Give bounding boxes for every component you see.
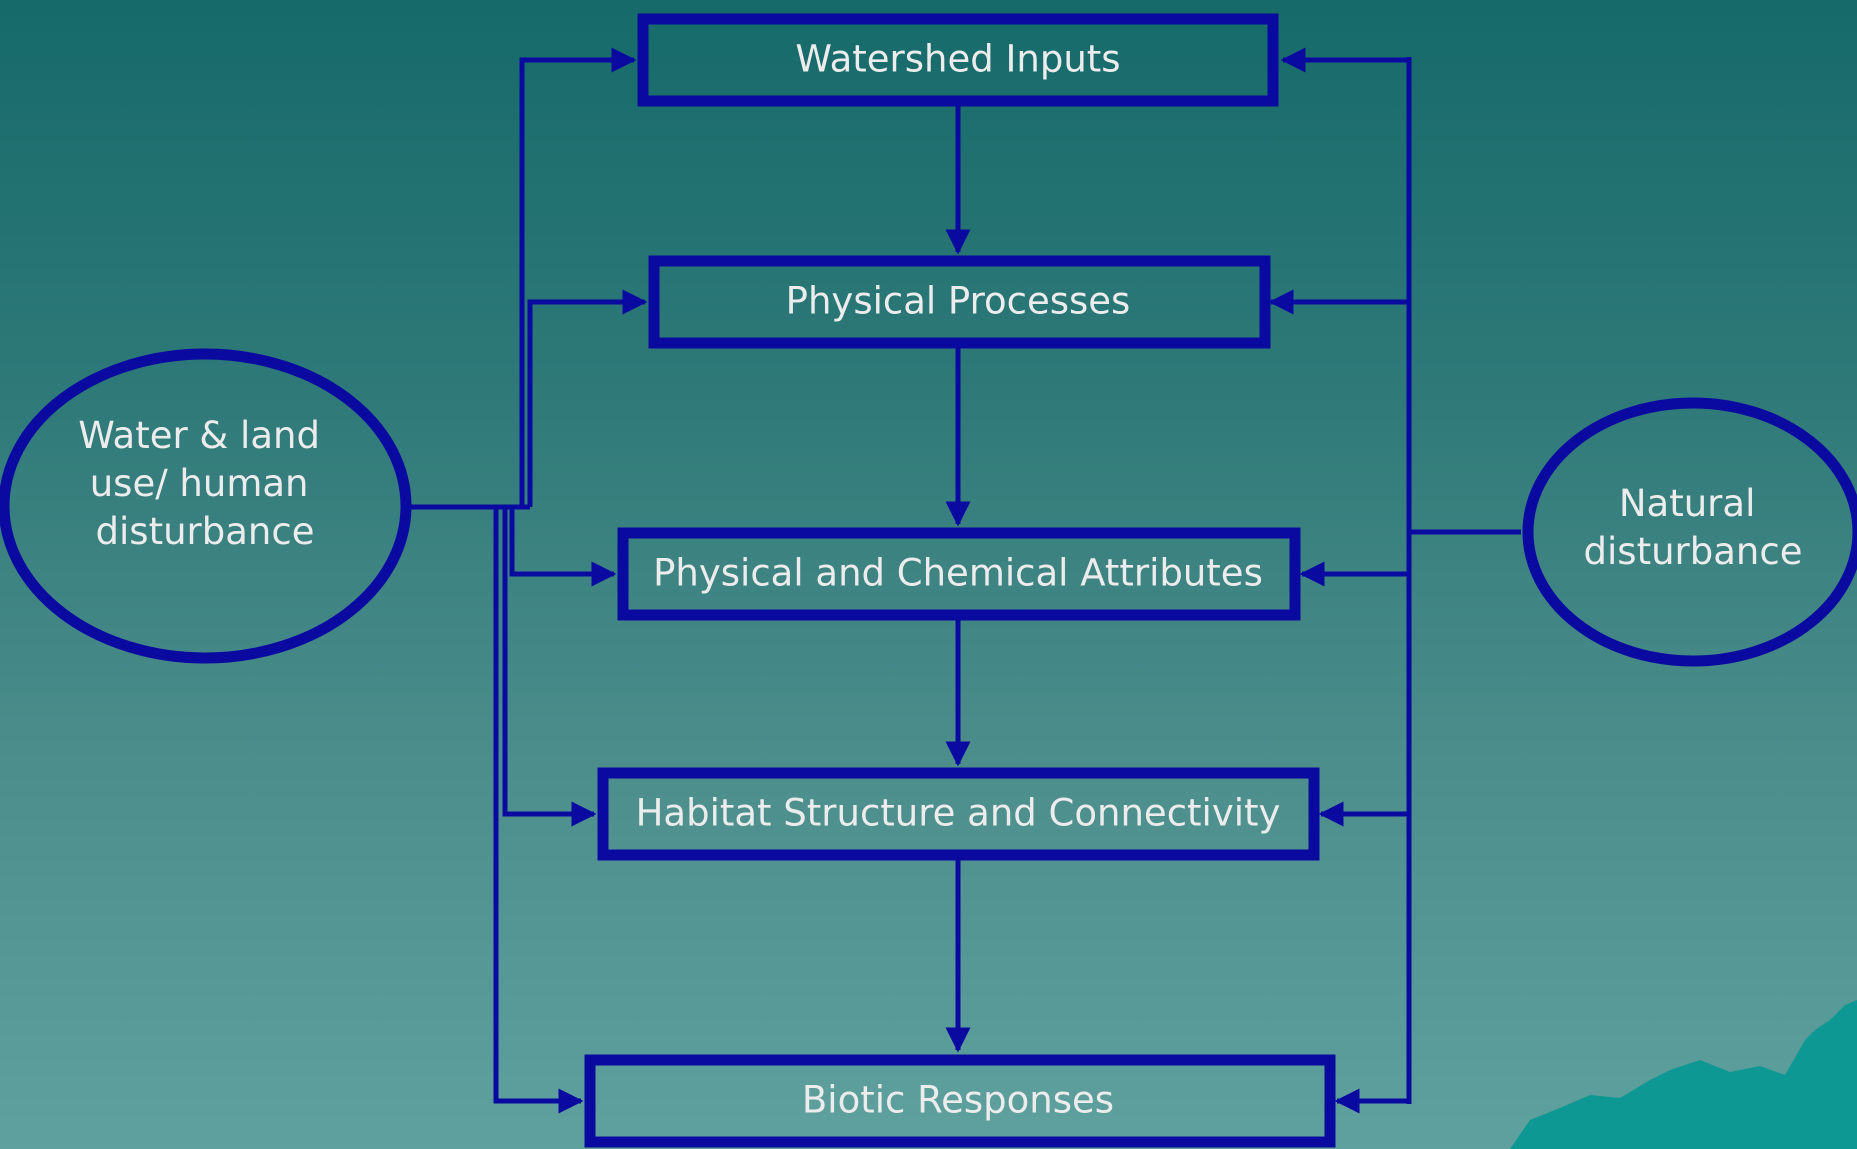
label-watershed-inputs: Watershed Inputs [795,38,1120,81]
box-biotic-responses [584,1054,1336,1148]
box-physical-processes [648,255,1271,349]
label-physical-chemical-attributes: Physical and Chemical Attributes [653,552,1263,595]
label-habitat-structure: Habitat Structure and Connectivity [636,792,1281,835]
box-watershed-inputs [637,13,1279,107]
label-natural-line-2: disturbance [1584,530,1803,573]
arrow-human-to-attributes [509,507,617,587]
box-physical-chemical-attributes [617,527,1301,621]
mountain-decoration [1510,1000,1857,1149]
label-physical-processes: Physical Processes [786,280,1131,323]
label-natural-disturbance: Natural disturbance [1584,482,1803,573]
ellipse-natural-disturbance [1522,397,1857,667]
label-natural-line-1: Natural [1619,482,1755,525]
label-human-line-1: Water & land [78,414,320,457]
arrow-human-to-inputs [519,47,637,507]
label-biotic-responses: Biotic Responses [802,1079,1114,1122]
box-habitat-structure [597,767,1320,861]
arrow-human-to-biotic [493,507,584,1114]
arrow-human-to-processes [527,289,648,507]
label-human-disturbance: Water & land use/ human disturbance [78,414,331,553]
arrow-human-to-habitat [502,507,597,827]
label-human-line-2: use/ human [90,462,309,505]
label-human-line-3: disturbance [96,510,315,553]
ellipse-human-disturbance [0,348,412,664]
